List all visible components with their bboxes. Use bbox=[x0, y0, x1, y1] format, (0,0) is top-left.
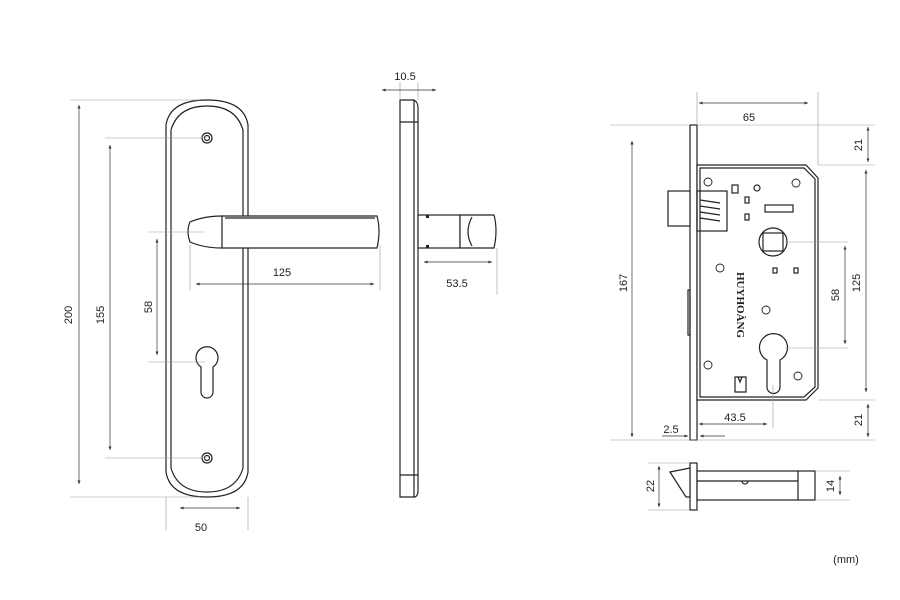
lock-body-view: HUYHOÀNG bbox=[667, 124, 819, 441]
dim-thickness-label: 10.5 bbox=[394, 71, 415, 83]
dim-screw-spacing-label: 155 bbox=[95, 306, 107, 324]
dim-bottom-offset-label: 21 bbox=[853, 414, 865, 426]
handle-front-dimensions: 200 155 58 125 50 bbox=[63, 99, 381, 534]
keyhole bbox=[195, 346, 219, 399]
handle-side-view bbox=[399, 99, 497, 498]
dim-lever-length-label: 125 bbox=[273, 267, 291, 279]
latch-bolt bbox=[667, 190, 691, 227]
brand-logo: HUYHOÀNG bbox=[734, 272, 746, 338]
lock-bottom-view bbox=[669, 462, 816, 511]
dim-center-distance-label: 58 bbox=[830, 289, 842, 301]
dim-depth-label: 65 bbox=[743, 112, 755, 124]
handle-front-view bbox=[165, 99, 380, 498]
dim-faceplate-thickness-label: 2.5 bbox=[663, 424, 678, 436]
dim-body-width-label: 14 bbox=[825, 480, 837, 492]
dim-faceplate-height-label: 167 bbox=[618, 274, 630, 292]
dim-projection-label: 53.5 bbox=[446, 278, 467, 290]
dim-top-offset-label: 21 bbox=[853, 139, 865, 151]
lock-bottom-dimensions: 22 14 bbox=[645, 462, 850, 511]
dim-plate-width-label: 50 bbox=[195, 522, 207, 534]
handle-side-dimensions: 10.5 53.5 bbox=[382, 71, 498, 295]
units-label: (mm) bbox=[833, 554, 859, 566]
dim-handle-key-label: 58 bbox=[143, 301, 155, 313]
lever bbox=[187, 215, 380, 249]
dim-faceplate-width-label: 22 bbox=[645, 480, 657, 492]
dim-height-label: 200 bbox=[63, 306, 75, 324]
dim-body-height-label: 125 bbox=[851, 274, 863, 292]
dim-backset-label: 43.5 bbox=[724, 412, 745, 424]
lock-body-dimensions: 65 21 125 58 167 21 43.5 2.5 bbox=[610, 92, 875, 441]
